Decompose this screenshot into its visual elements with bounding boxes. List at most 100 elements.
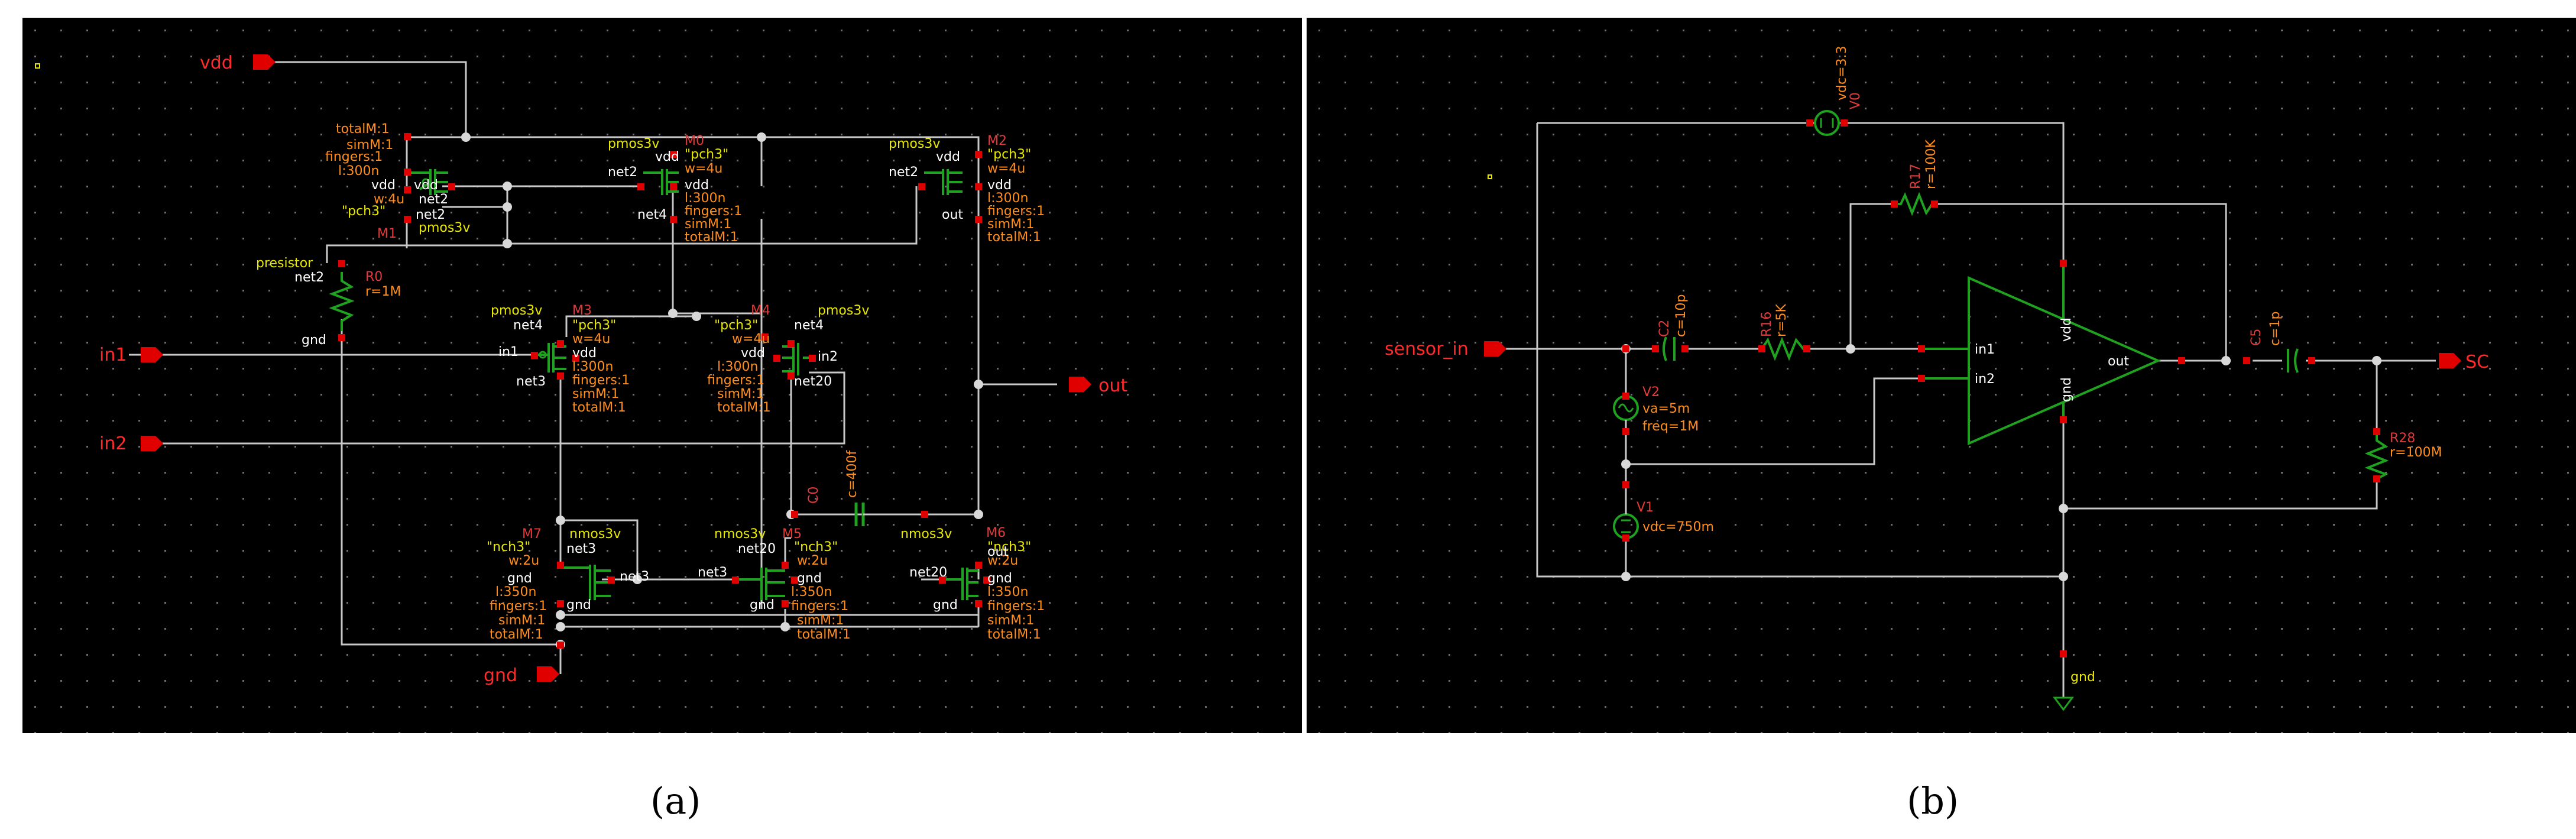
port-in2-label: in2 (99, 433, 127, 454)
m1-model: "pch3" (342, 204, 385, 219)
opamp-in2-label: in2 (1975, 372, 1995, 387)
resistor-r28[interactable] (2364, 432, 2389, 480)
v0-labels: V0 vdc=3.3 (1835, 46, 1863, 109)
m0-source: vdd (685, 178, 709, 193)
m7-totalm: totalM:1 (490, 627, 543, 642)
capacitor-c2[interactable] (1663, 336, 1676, 361)
caption-b: (b) (1907, 779, 1959, 822)
schematic-a-canvas: vdd in1 in2 out gnd totalM:1 simM:1 fing… (22, 18, 1302, 733)
c5-name: C5 (2249, 329, 2264, 346)
mosfet-m1[interactable] (407, 169, 448, 195)
port-sensor-in[interactable]: sensor_in (1385, 339, 1506, 359)
m0-drain: net4 (637, 208, 667, 222)
m3-fingers: fingers:1 (572, 373, 630, 388)
m6-bulk: gnd (987, 571, 1012, 586)
m2-drain: out (942, 208, 963, 222)
resistor-r0[interactable] (329, 272, 355, 331)
m7-source: gnd (566, 598, 591, 613)
m2-simm: simM:1 (987, 217, 1034, 232)
m4-labels: M4 pmos3v "pch3" net4 w=4u in2 vdd l:300… (707, 303, 869, 415)
c2-name: C2 (1657, 320, 1672, 337)
m7-labels: M7 nmos3v "nch3" net3 w:2u gnd net3 l:35… (487, 527, 649, 642)
m0-simm: simM:1 (685, 217, 731, 232)
r17-value: r=100K (1924, 140, 1939, 189)
m5-name: M5 (782, 527, 802, 542)
m0-name: M0 (685, 134, 704, 148)
r16-labels: R16 r=5K (1760, 304, 1789, 337)
r17-labels: R17 r=100K (1908, 140, 1939, 189)
mosfet-m7[interactable] (560, 565, 611, 600)
m5-fingers: fingers:1 (791, 599, 848, 614)
opamp[interactable]: in1 in2 vdd gnd out (1922, 263, 2161, 446)
port-in1[interactable]: in1 (99, 345, 163, 365)
v2-freq: freq=1M (1642, 419, 1699, 434)
mosfet-m2[interactable] (924, 169, 963, 195)
m4-w: w=4u (732, 332, 770, 346)
source-v0[interactable] (1814, 110, 1840, 136)
r16-value: r=5K (1774, 304, 1789, 337)
m5-model: "nch3" (794, 540, 838, 555)
caption-a: (a) (650, 779, 701, 822)
opamp-gnd-label: gnd (2059, 377, 2074, 402)
m0-model: "pch3" (685, 147, 728, 162)
m2-type: pmos3v (889, 137, 940, 151)
mosfet-m6[interactable] (945, 568, 978, 600)
opamp-in1-label: in1 (1975, 342, 1995, 357)
capacitor-c5[interactable] (2287, 348, 2299, 373)
m0-l: l:300n (685, 191, 725, 206)
m4-bulk: vdd (741, 346, 765, 361)
m1-name: M1 (377, 226, 397, 241)
opamp-vdd-label: vdd (2059, 318, 2074, 342)
m6-name: M6 (986, 526, 1006, 540)
capacitor-c0[interactable] (797, 503, 921, 526)
m0-type: pmos3v (608, 137, 659, 151)
m1-labels: totalM:1 simM:1 fingers:1 l:300n vdd w:4… (325, 122, 470, 241)
port-vdd-label: vdd (200, 53, 233, 73)
m1-source: vdd (371, 178, 396, 193)
r17-name: R17 (1908, 164, 1923, 189)
m4-gate: in2 (818, 349, 838, 364)
wires-a (129, 61, 1057, 674)
m5-drain: net20 (738, 542, 776, 556)
m3-name: M3 (572, 303, 592, 318)
port-sc[interactable]: SC (2439, 352, 2489, 372)
m6-source: gnd (933, 598, 958, 613)
origin-marker (1488, 174, 1492, 179)
m2-name: M2 (987, 134, 1007, 148)
m1-simm: simM:1 (346, 138, 393, 153)
mosfet-m5[interactable] (738, 568, 785, 600)
v1-name: V1 (1637, 500, 1654, 515)
m1-bulk: vdd (414, 178, 438, 193)
m5-gate: net3 (698, 565, 727, 580)
schematic-panel-a: vdd in1 in2 out gnd totalM:1 simM:1 fing… (22, 18, 1302, 733)
m2-model: "pch3" (987, 147, 1031, 162)
v2-va: va=5m (1642, 401, 1690, 416)
m6-fingers: fingers:1 (987, 599, 1045, 614)
m4-simm: simM:1 (717, 387, 764, 401)
port-in2[interactable]: in2 (99, 433, 163, 454)
m3-source: net4 (513, 318, 543, 333)
c0-value: c=400f (845, 449, 860, 498)
port-out[interactable]: out (1069, 375, 1127, 396)
mosfet-m0[interactable] (643, 169, 679, 195)
m6-totalm: totalM:1 (987, 627, 1041, 642)
port-gnd[interactable]: gnd (484, 665, 559, 686)
port-vdd[interactable]: vdd (200, 53, 276, 73)
resistor-r16[interactable] (1715, 336, 1806, 361)
m0-fingers: fingers:1 (685, 204, 742, 219)
m3-bulk: vdd (572, 346, 597, 361)
m5-l: l:350n (791, 585, 832, 600)
m3-w: w=4u (572, 332, 610, 346)
m2-source: vdd (987, 178, 1012, 193)
r0-value: r=1M (365, 284, 401, 299)
m4-source: net4 (794, 318, 824, 333)
m6-labels: nmos3v M6 "nch3" w:2u net20 out gnd l:35… (900, 526, 1045, 642)
pins-a (338, 133, 990, 649)
c5-value: c=1p (2268, 312, 2283, 346)
m4-totalm: totalM:1 (717, 400, 771, 415)
m3-gate: in1 (498, 345, 519, 359)
port-out-label: out (1099, 375, 1127, 396)
m2-w: w=4u (987, 161, 1025, 176)
pins-b (1622, 119, 2380, 657)
m0-bulk: vdd (655, 150, 679, 164)
